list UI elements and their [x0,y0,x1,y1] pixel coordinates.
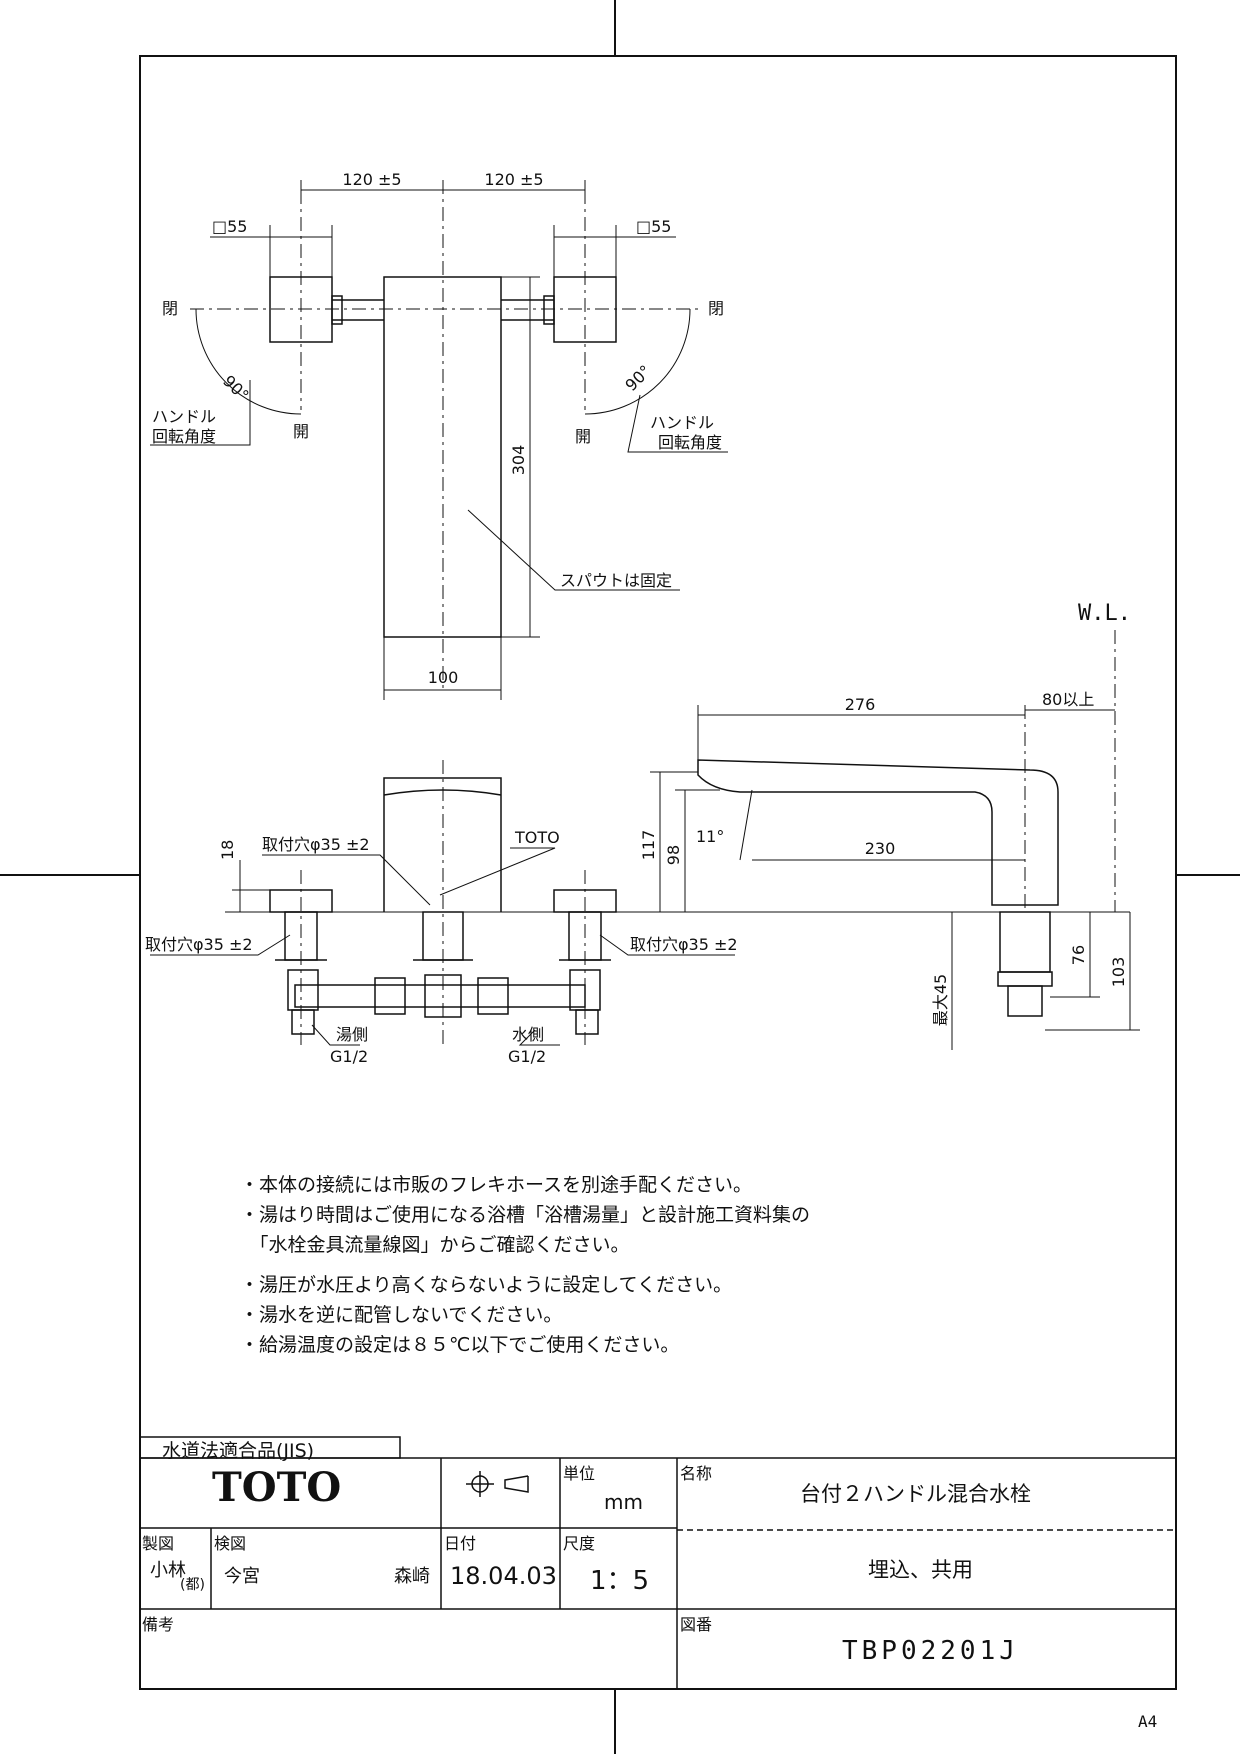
cold-side: 水側 [512,1025,544,1044]
variant: 埋込、共用 [868,1558,973,1582]
handle-rotation-left-1: ハンドル [152,407,216,426]
label-close-left: 閉 [162,299,178,318]
note-5: ・湯水を逆に配管しないでください。 [240,1304,563,1326]
front-view [150,760,960,1046]
scale-value: 1：5 [590,1566,650,1596]
front-dim-top: 18 [218,840,237,860]
note-6: ・給湯温度の設定は８５℃以下でご使用ください。 [240,1334,680,1356]
note-1: ・本体の接続には市販のフレキホースを別途手配ください。 [240,1174,753,1196]
dim-reach: 276 [845,695,876,714]
top-view [150,180,728,700]
thread-left: G1/2 [330,1047,368,1066]
label-open-left: 開 [293,422,309,441]
brand-mark: TOTO [514,828,560,847]
thread-right: G1/2 [508,1047,546,1066]
hot-side: 湯側 [336,1025,368,1044]
spout-note: スパウトは固定 [560,571,672,590]
checked-name-2: 森崎 [394,1566,430,1587]
unit-label: 単位 [563,1464,596,1483]
angle-right: 90° [621,361,654,394]
handle-rotation-right-1: ハンドル [650,413,714,432]
drawn-group: (都) [180,1577,205,1593]
title-block [140,1436,1176,1689]
drawing-no-label: 図番 [680,1615,713,1634]
note-2: ・湯はり時間はご使用になる浴槽「浴槽湯量」と設計施工資料集の [240,1204,811,1226]
note-3: 「水栓金具流量線図」からご確認ください。 [240,1234,630,1256]
product-name: 台付２ハンドル混合水栓 [800,1482,1031,1506]
remarks-label: 備考 [142,1615,175,1634]
dim-clearance: 80以上 [1042,690,1094,709]
checked-name-1: 今宮 [224,1566,260,1587]
dim-103: 103 [1109,957,1128,988]
drawn-label: 製図 [142,1534,175,1553]
label-close-right: 閉 [708,299,724,318]
mount-hole-center: 取付穴φ35 ±2 [262,835,370,854]
dim-right-spacing: 120 ±5 [484,170,543,189]
drawing-number: TBP02201J [842,1636,1019,1666]
unit-value: mm [604,1490,643,1514]
dim-left-spacing: 120 ±5 [342,170,401,189]
side-view [650,630,1140,1050]
dim-height-total: 117 [639,830,658,861]
dim-76: 76 [1069,945,1088,965]
handle-rotation-right-2: 回転角度 [658,433,722,452]
side-angle: 11° [696,827,724,846]
dim-max: 最大45 [931,974,950,1026]
notes: ・本体の接続には市販のフレキホースを別途手配ください。 ・湯はり時間はご使用にな… [240,1170,1060,1360]
water-level: W.L. [1078,601,1131,626]
dim-height-spout: 98 [664,845,683,865]
label-open-right: 開 [575,427,591,446]
checked-label: 検図 [214,1534,247,1553]
name-label: 名称 [680,1464,713,1483]
jis-label: 水道法適合品(JIS) [162,1440,315,1462]
spout-width: 100 [428,668,459,687]
handle-rotation-left-2: 回転角度 [152,427,216,446]
date-value: 18.04.03 [450,1562,557,1590]
spout-length: 304 [509,445,528,476]
scale-label: 尺度 [563,1534,596,1553]
dim-inner: 230 [865,839,896,858]
paper-size: A4 [1138,1712,1158,1731]
date-label: 日付 [444,1534,477,1553]
dim-left-handle: □55 [212,217,247,236]
dimension-labels: 120 ±5 120 ±5 □55 □55 閉 閉 開 開 90° 90° ハン… [145,170,1131,1066]
mount-hole-right: 取付穴φ35 ±2 [630,935,738,954]
dim-right-handle: □55 [636,217,671,236]
drawn-name: 小林 [150,1560,186,1581]
brand-logo: TOTO [212,1464,342,1511]
mount-hole-left: 取付穴φ35 ±2 [145,935,253,954]
note-4: ・湯圧が水圧より高くならないように設定してください。 [240,1274,733,1296]
